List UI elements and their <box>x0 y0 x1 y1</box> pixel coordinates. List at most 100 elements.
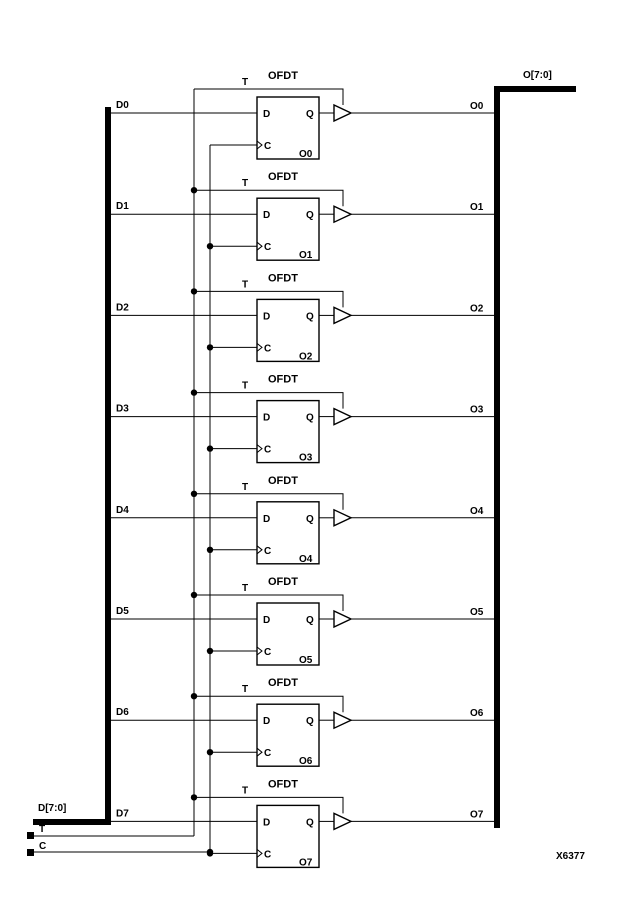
tristate-buffer-icon <box>333 407 353 426</box>
d-bus-label: D5 <box>116 606 129 617</box>
q-pin-label: Q <box>306 413 314 424</box>
d-bus-label: D6 <box>116 707 129 718</box>
output-label: O0 <box>470 101 484 112</box>
c-junction <box>206 850 214 857</box>
tristate-buffer-icon <box>333 609 353 629</box>
d-bus-label: D4 <box>116 505 129 516</box>
instance-label: O3 <box>299 453 313 464</box>
cell-type-label: OFDT <box>268 272 298 284</box>
t-tap-wire <box>194 189 344 207</box>
d-pin-label: D <box>263 311 270 322</box>
c-junction <box>206 749 214 756</box>
c-pin-label: C <box>264 242 271 253</box>
output-label: O1 <box>470 202 484 213</box>
tristate-buffer-icon <box>333 205 353 224</box>
c-input-label: C <box>39 841 46 852</box>
q-pin-label: Q <box>306 311 314 322</box>
output-label: O4 <box>470 506 484 517</box>
output-label: O7 <box>470 809 484 820</box>
cell-type-label: OFDT <box>268 171 298 183</box>
instance-label: O4 <box>299 554 313 565</box>
input-bus-label: D[7:0] <box>38 803 66 814</box>
t-pin-label: T <box>242 178 248 189</box>
d-pin-label: D <box>263 514 270 525</box>
q-pin-label: Q <box>306 210 314 221</box>
clock-triangle-icon <box>256 646 263 656</box>
c-pin-label: C <box>264 546 271 557</box>
cell-type-label: OFDT <box>268 778 298 790</box>
d-pin-label: D <box>263 817 270 828</box>
c-pin-label: C <box>264 141 271 152</box>
tristate-buffer-icon <box>333 711 353 730</box>
c-pin-label: C <box>264 445 271 456</box>
t-tap-wire <box>194 695 344 713</box>
clock-triangle-icon <box>256 849 263 858</box>
c-junction <box>206 546 214 553</box>
t-input-label: T <box>39 824 45 835</box>
figure-id: X6377 <box>556 851 585 862</box>
d-pin-label: D <box>263 716 270 727</box>
q-pin-label: Q <box>306 615 314 626</box>
t-pin-label: T <box>242 583 248 594</box>
t-pin-label: T <box>242 684 248 695</box>
cell-type-label: OFDT <box>268 374 298 386</box>
t-junction <box>190 490 198 497</box>
cell-type-label: OFDT <box>268 70 298 82</box>
c-pin-label: C <box>264 849 271 860</box>
instance-label: O0 <box>299 149 313 160</box>
tristate-buffer-icon <box>333 306 353 325</box>
t-tap-wire <box>194 493 344 510</box>
t-junction <box>190 288 198 295</box>
ofdt-cell <box>256 501 320 565</box>
ofdt-cell <box>256 96 320 160</box>
q-pin-label: Q <box>306 514 314 525</box>
ofdt-cell <box>256 197 320 261</box>
c-pin-label: C <box>264 748 271 759</box>
d-bus-label: D7 <box>116 808 129 819</box>
tristate-buffer-icon <box>333 508 353 527</box>
d-bus-label: D2 <box>116 302 129 313</box>
d-pin-label: D <box>263 413 270 424</box>
d-pin-label: D <box>263 615 270 626</box>
c-pin-label: C <box>264 647 271 658</box>
tristate-buffer-icon <box>333 103 353 123</box>
output-label: O6 <box>470 708 484 719</box>
tristate-buffer-icon <box>333 812 353 831</box>
instance-label: O1 <box>299 250 313 261</box>
instance-label: O7 <box>299 857 313 868</box>
t-tap-wire <box>194 594 344 611</box>
clock-triangle-icon <box>256 241 263 251</box>
c-pin-label: C <box>264 343 271 354</box>
t-junction <box>190 693 198 700</box>
d-bus-label: D1 <box>116 201 129 212</box>
t-pin-label: T <box>242 279 248 290</box>
t-junction <box>190 794 198 801</box>
t-tap-wire <box>194 290 344 308</box>
output-label: O5 <box>470 607 484 618</box>
clock-triangle-icon <box>256 747 263 757</box>
output-label: O3 <box>470 405 484 416</box>
cell-type-label: OFDT <box>268 677 298 689</box>
instance-label: O6 <box>299 756 313 767</box>
q-pin-label: Q <box>306 109 314 120</box>
c-junction <box>206 647 214 655</box>
d-pin-label: D <box>263 210 270 221</box>
t-input-pin <box>27 832 34 839</box>
clock-triangle-icon <box>256 343 263 352</box>
c-junction <box>206 445 214 452</box>
cell-type-label: OFDT <box>268 576 298 588</box>
t-pin-label: T <box>242 482 248 493</box>
t-tap-wire <box>194 88 344 105</box>
instance-label: O2 <box>299 351 313 362</box>
clock-triangle-icon <box>256 444 263 453</box>
ofdt-cell <box>256 298 320 363</box>
clock-triangle-icon <box>256 545 263 555</box>
d-bus-label: D3 <box>116 404 129 415</box>
t-junction <box>190 591 198 599</box>
t-pin-label: T <box>242 77 248 88</box>
output-bus <box>494 86 576 828</box>
t-pin-label: T <box>242 785 248 796</box>
c-input-pin <box>27 849 34 856</box>
ofdt-cell <box>256 703 320 767</box>
